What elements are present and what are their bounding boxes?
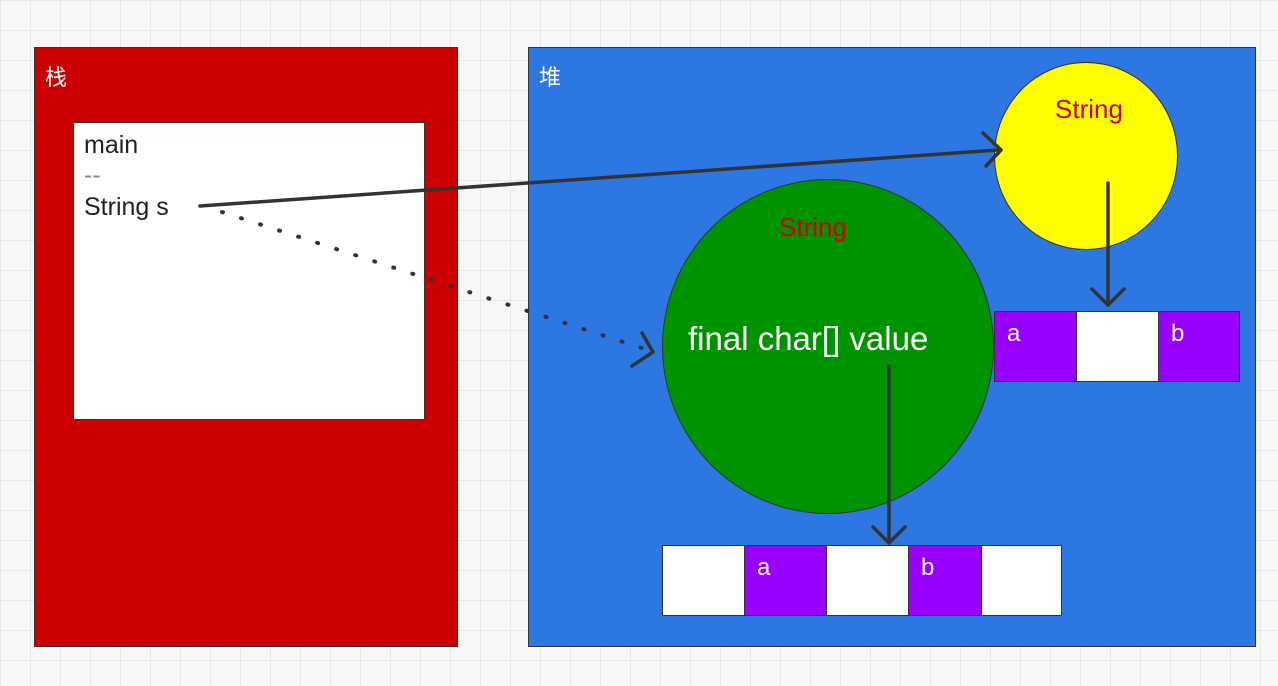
short-array-cell-2: b	[1158, 311, 1240, 382]
frame-method-name: main	[84, 131, 139, 159]
long-array-cell-4	[981, 545, 1062, 616]
dotted-reference-arrow	[220, 210, 650, 352]
solid-reference-arrowhead	[981, 131, 1003, 168]
stack-title: 栈	[45, 66, 68, 91]
main-stack-frame: main -- String s	[73, 122, 425, 420]
string-object-green-label: String	[779, 212, 847, 242]
solid-reference-arrow	[198, 148, 1000, 208]
frame-separator: --	[84, 161, 101, 189]
dotted-reference-arrowhead	[630, 331, 655, 368]
frame-variable: String s	[84, 193, 169, 221]
long-array-cell-1: a	[744, 545, 827, 616]
long-array-cell-3: b	[908, 545, 982, 616]
long-array-cell-0	[662, 545, 745, 616]
string-object-green	[662, 179, 994, 514]
long-array-cell-2	[826, 545, 909, 616]
string-object-yellow-label: String	[1055, 94, 1123, 124]
string-object-yellow	[994, 62, 1178, 250]
green-value-arrowhead	[871, 525, 907, 545]
char-array-field: final char[] value	[688, 320, 929, 357]
yellow-value-arrowhead	[1090, 287, 1126, 307]
short-array-cell-1	[1076, 311, 1159, 382]
heap-title: 堆	[539, 66, 562, 91]
short-array-cell-0: a	[994, 311, 1077, 382]
